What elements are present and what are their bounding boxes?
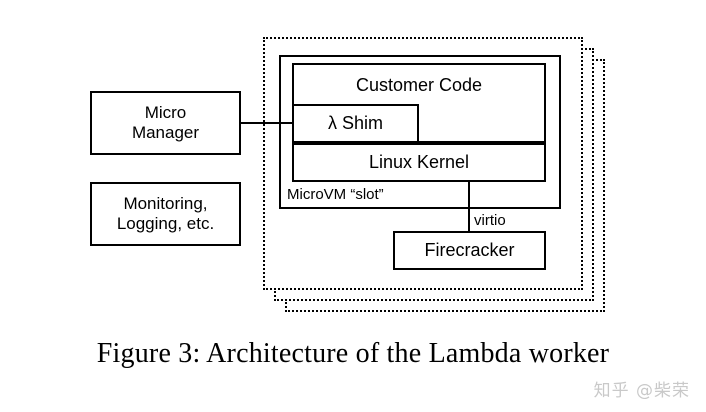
connector-micro-manager-to-lambda-shim xyxy=(241,122,294,124)
lambda-shim-box: λ Shim xyxy=(292,104,419,143)
micro-manager-box: Micro Manager xyxy=(90,91,241,155)
monitoring-logging-box: Monitoring, Logging, etc. xyxy=(90,182,241,246)
watermark-text: 知乎 @柴荣 xyxy=(593,381,690,401)
figure-caption: Figure 3: Architecture of the Lambda wor… xyxy=(96,338,610,369)
microvm-slot-label: MicroVM “slot” xyxy=(287,186,384,203)
virtio-edge-label: virtio xyxy=(474,212,506,229)
linux-kernel-box: Linux Kernel xyxy=(292,143,546,182)
firecracker-box: Firecracker xyxy=(393,231,546,270)
connector-linux-kernel-to-firecracker xyxy=(468,182,470,233)
